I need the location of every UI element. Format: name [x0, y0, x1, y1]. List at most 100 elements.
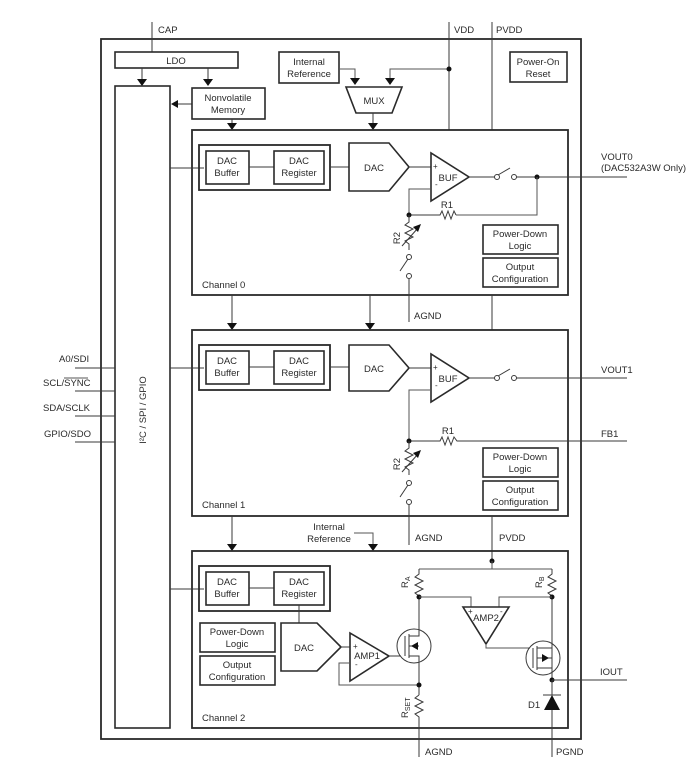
arrow-down-icon: [137, 79, 147, 86]
ch2-dac-register-label-1: DAC: [289, 577, 309, 588]
pin-pvdd-label: PVDD: [496, 25, 523, 36]
channel-2-power-down-logic: [199, 622, 276, 653]
pin-sda-sclk-label: SDA/SCLK: [43, 403, 91, 414]
power-on-reset-block: [509, 51, 568, 83]
pin-pgnd-label: PGND: [556, 747, 584, 758]
ch2-pd-label-1: Power-Down: [210, 627, 264, 638]
switch-terminal: [511, 375, 517, 381]
junction-dot: [416, 682, 422, 688]
ch1-oc-label-1: Output: [506, 485, 535, 496]
ch2-ra-label: RA: [400, 576, 412, 588]
ch1-oc-label-2: Configuration: [492, 497, 549, 508]
channel-2-output-configuration: [199, 655, 276, 686]
ch0-amp-plus: +: [433, 162, 438, 171]
pin-iout-label: IOUT: [600, 667, 623, 678]
switch-terminal: [511, 174, 517, 180]
por-label-2: Reset: [526, 69, 551, 80]
ch2-amp2-plus: +: [468, 607, 473, 616]
ch1-dac-register-label-2: Register: [281, 368, 316, 379]
arrow-down-icon: [365, 323, 375, 330]
arrow-down-icon: [203, 79, 213, 86]
ch1-r2-label: R2: [392, 458, 403, 470]
left-pins: A0/SDI SCL/SYNC SDA/SCLK GPIO/SDO: [43, 354, 115, 443]
ch0-amp-label: BUF: [439, 173, 458, 184]
pin-vout0-note: (DAC532A3W Only): [601, 163, 686, 174]
pin-gpio-sdo-label: GPIO/SDO: [44, 429, 91, 440]
ch2-rset-label: RSET: [400, 697, 412, 718]
por-label-1: Power-On: [517, 57, 560, 68]
pin-vdd-label: VDD: [454, 25, 474, 36]
channel-2-amp2: [461, 606, 511, 646]
switch-terminal: [406, 480, 412, 486]
arrow-down-icon: [227, 123, 237, 130]
channel-1-output-configuration: [482, 480, 559, 511]
ch2-dac-label: DAC: [294, 643, 314, 654]
channel-1: DAC Buffer DAC Register DAC + - BUF VOUT…: [170, 329, 633, 545]
ch1-dac-buffer-label-1: DAC: [217, 356, 237, 367]
channel-2-mosfet-2: [525, 640, 561, 680]
ch1-r1-resistor: [409, 435, 627, 447]
ch2-rb-resistor: [546, 569, 558, 680]
ch2-internal-reference-label-2: Reference: [307, 534, 351, 545]
channel-0-label: Channel 0: [202, 280, 245, 291]
ldo-block: [114, 51, 239, 69]
ch0-oc-label-1: Output: [506, 262, 535, 273]
mux-label: MUX: [363, 96, 385, 107]
channel-2-frame: [191, 550, 569, 729]
ch1-output-switch: [497, 368, 511, 377]
ch0-pulldown-switch: [399, 258, 409, 272]
channel-0-dac: [348, 142, 411, 192]
channel-1-frame: [191, 329, 569, 517]
ch1-amp-minus: -: [435, 381, 438, 390]
channel-2: DAC Buffer DAC Register Power-Down Logic…: [170, 550, 627, 757]
ch1-pd-label-2: Logic: [509, 464, 532, 475]
arrow-down-icon: [368, 123, 378, 130]
ch0-r2-label: R2: [392, 232, 403, 244]
ch0-pd-label-2: Logic: [509, 241, 532, 252]
junction-dot: [446, 66, 452, 72]
channel-2-dac-buffer: [205, 571, 250, 606]
switch-terminal: [494, 174, 500, 180]
ch1-amp-label: BUF: [439, 374, 458, 385]
switch-terminal: [406, 499, 412, 505]
ch1-agnd-label: AGND: [415, 533, 443, 544]
pin-cap-label: CAP: [158, 25, 178, 36]
switch-terminal: [494, 375, 500, 381]
ch2-pd-label-2: Logic: [226, 639, 249, 650]
pin-a0-sdi-label: A0/SDI: [59, 354, 89, 365]
switch-terminal: [406, 273, 412, 279]
ch2-amp2-label: AMP2: [473, 613, 499, 624]
ch2-dac-buffer-label-1: DAC: [217, 577, 237, 588]
arrow-down-icon: [350, 78, 360, 85]
ch2-internal-reference-label-1: Internal: [313, 522, 345, 533]
ch2-amp1-plus: +: [353, 642, 358, 651]
diode-d1-icon: [544, 695, 560, 710]
nvm-label-1: Nonvolatile: [205, 93, 252, 104]
internal-reference-label-1: Internal: [293, 57, 325, 68]
ch2-dac-buffer-label-2: Buffer: [214, 589, 239, 600]
channel-1-dac: [348, 344, 411, 392]
ch0-pd-label-1: Power-Down: [493, 229, 547, 240]
arrow-down-icon: [368, 544, 378, 551]
ch0-dac-register-label-1: DAC: [289, 156, 309, 167]
channel-2-dac: [280, 622, 343, 672]
pin-vout0-label: VOUT0: [601, 152, 633, 163]
channel-0: DAC Buffer DAC Register DAC + - BUF R1 R…: [170, 129, 627, 322]
ch2-oc-label-1: Output: [223, 660, 252, 671]
channel-2-label: Channel 2: [202, 713, 245, 724]
ch2-rb-label: RB: [534, 576, 546, 588]
arrow-adjust-icon: [413, 224, 421, 232]
ldo-label: LDO: [166, 56, 186, 67]
ch2-amp1-label: AMP1: [354, 651, 380, 662]
ch1-dac-buffer-label-2: Buffer: [214, 368, 239, 379]
switch-terminal: [406, 254, 412, 260]
ch2-d1-label: D1: [528, 700, 540, 711]
ch0-dac-buffer-label-1: DAC: [217, 156, 237, 167]
pin-scl-sync-label: SCL/SYNC: [43, 378, 91, 389]
ch2-oc-label-2: Configuration: [209, 672, 266, 683]
channel-0-output-configuration: [482, 257, 559, 288]
pin-vdd: VDD: [448, 22, 474, 130]
ch0-agnd-label: AGND: [414, 311, 442, 322]
pin-fb1-label: FB1: [601, 429, 618, 440]
